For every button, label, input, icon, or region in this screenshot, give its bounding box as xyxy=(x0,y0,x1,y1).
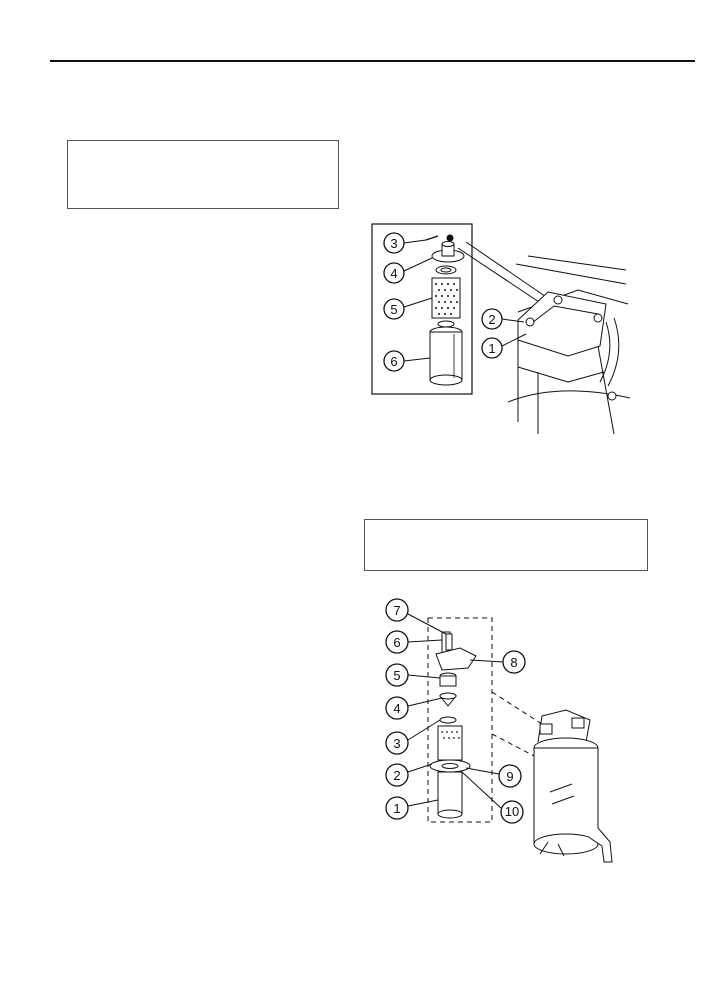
callout-1: 1 xyxy=(385,796,439,820)
svg-text:1: 1 xyxy=(488,341,495,356)
callout-5: 5 xyxy=(385,663,441,687)
svg-text:8: 8 xyxy=(510,655,517,670)
callout-3: 3 xyxy=(385,719,441,755)
callout-4: 4 xyxy=(383,257,433,284)
callout-10: 10 xyxy=(461,771,524,824)
svg-text:6: 6 xyxy=(390,354,397,369)
callout-4: 4 xyxy=(385,696,443,720)
callout-6: 6 xyxy=(383,350,431,372)
callout-6: 6 xyxy=(385,630,443,654)
svg-text:5: 5 xyxy=(393,668,400,683)
svg-text:3: 3 xyxy=(390,236,397,251)
svg-text:7: 7 xyxy=(393,603,400,618)
callout-2: 2 xyxy=(385,763,433,787)
exploded-view-frame xyxy=(371,223,473,395)
svg-text:9: 9 xyxy=(506,769,513,784)
note-box xyxy=(67,140,339,209)
svg-text:5: 5 xyxy=(390,302,397,317)
header-rule xyxy=(50,60,695,62)
note-box xyxy=(364,519,648,571)
svg-text:2: 2 xyxy=(488,312,495,327)
filter-figure-lower: 7 6 5 4 3 2 1 8 9 10 xyxy=(385,598,613,863)
svg-text:2: 2 xyxy=(393,768,400,783)
filter-figure-upper: 3 4 5 6 2 1 xyxy=(371,223,631,434)
callout-8: 8 xyxy=(469,650,526,674)
svg-text:6: 6 xyxy=(393,635,400,650)
callout-3: 3 xyxy=(383,232,427,254)
callout-1: 1 xyxy=(481,333,527,359)
callout-7: 7 xyxy=(385,598,447,635)
svg-text:10: 10 xyxy=(505,804,519,819)
svg-text:4: 4 xyxy=(390,266,397,281)
callout-5: 5 xyxy=(383,297,433,320)
svg-text:3: 3 xyxy=(393,736,400,751)
callout-2: 2 xyxy=(481,308,525,330)
svg-text:4: 4 xyxy=(393,701,400,716)
callout-9: 9 xyxy=(465,764,522,788)
svg-text:1: 1 xyxy=(393,801,400,816)
